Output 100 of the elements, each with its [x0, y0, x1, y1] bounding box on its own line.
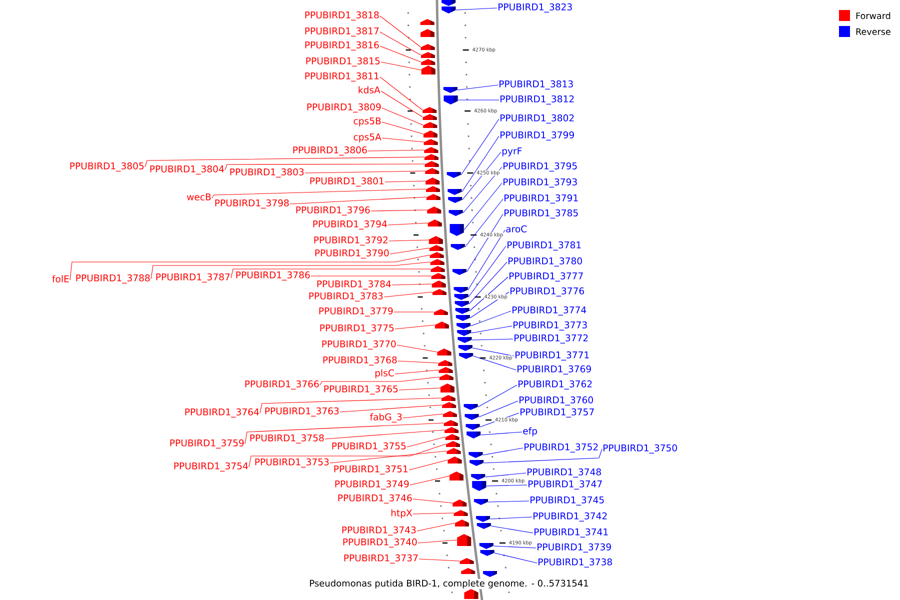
gene-label: PPUBIRD1_3787 — [156, 273, 230, 282]
gene-block — [456, 323, 471, 329]
leader-line — [418, 540, 458, 544]
gene-block — [446, 441, 460, 447]
gene-block — [452, 500, 467, 506]
gene-block — [446, 448, 461, 454]
gene-block — [459, 353, 474, 359]
leader-line — [260, 398, 442, 414]
gene-label: folE — [52, 275, 69, 282]
gene-label: PPUBIRD1_3745 — [530, 496, 604, 506]
gene-block — [480, 550, 494, 556]
gene-label: PPUBIRD1_3801 — [310, 177, 384, 186]
leader-line — [472, 356, 516, 370]
leader-line — [456, 8, 498, 10]
gene-block — [437, 348, 452, 356]
gene-label: PPUBIRD1_3755 — [332, 442, 406, 452]
gene-label: PPUBIRD1_3784 — [317, 280, 391, 290]
leader-line — [402, 414, 443, 418]
leader-line — [478, 384, 518, 408]
gene-block — [448, 210, 463, 216]
gene-label: PPUBIRD1_3806 — [293, 146, 367, 156]
gene-label: PPUBIRD1_3754 — [174, 462, 248, 472]
leader-line — [224, 164, 425, 170]
gene-label: PPUBIRD1_3751 — [334, 465, 408, 474]
gene-label: PPUBIRD1_3802 — [500, 114, 574, 124]
leader-line — [380, 90, 423, 118]
gene-block — [455, 520, 469, 526]
leader-line — [464, 182, 502, 230]
leader-line — [464, 198, 504, 248]
gene-block — [466, 424, 480, 430]
leader-line — [394, 370, 439, 374]
leader-line — [212, 188, 426, 198]
legend-label: Reverse — [856, 28, 890, 35]
leader-line — [462, 152, 502, 200]
leader-line — [370, 210, 428, 212]
gene-block — [421, 66, 436, 74]
leader-line — [380, 76, 423, 110]
gene-label: PPUBIRD1_3737 — [344, 554, 418, 564]
gene-block — [457, 534, 472, 546]
gene-label: PPUBIRD1_3740 — [343, 538, 417, 548]
gene-label: PPUBIRD1_3741 — [534, 528, 608, 538]
gene-block — [456, 315, 470, 321]
gene-block — [434, 322, 449, 328]
leader-line — [290, 196, 426, 204]
gene-label: PPUBIRD1_3799 — [500, 131, 574, 140]
gene-block — [476, 523, 491, 529]
leader-line — [418, 558, 460, 562]
gene-block — [444, 427, 459, 433]
gene-label: PPUBIRD1_3766 — [245, 380, 319, 390]
gene-label: PPUBIRD1_3738 — [538, 558, 612, 568]
leader-line — [478, 400, 518, 418]
gene-label: kdsA — [358, 86, 380, 94]
gene-block — [442, 0, 456, 6]
leader-line — [472, 338, 514, 340]
gene-label: PPUBIRD1_3763 — [265, 407, 339, 416]
gene-label: PPUBIRD1_3776 — [510, 287, 584, 296]
gene-label: PPUBIRD1_3817 — [305, 27, 379, 36]
gene-label: PPUBIRD1_3771 — [516, 351, 589, 360]
leader-line — [380, 32, 422, 56]
gene-label: pyrF — [502, 148, 522, 156]
gene-label: PPUBIRD1_3775 — [320, 324, 394, 334]
gene-label: htpX — [391, 509, 412, 518]
gene-block — [421, 59, 436, 65]
gene-block — [432, 289, 446, 295]
gene-label: PPUBIRD1_3783 — [309, 292, 383, 302]
gene-label: PPUBIRD1_3759 — [170, 439, 244, 448]
gene-label: PPUBIRD1_3803 — [230, 168, 304, 178]
leader-line — [472, 348, 514, 356]
leader-line — [244, 422, 444, 444]
gene-block — [432, 280, 446, 288]
leader-line — [304, 170, 426, 174]
caption: Pseudomonas putida BIRD-1, complete genome. - 0..5731541 — [308, 578, 590, 590]
gene-label: PPUBIRD1_3765 — [324, 385, 398, 394]
gene-block — [428, 236, 443, 244]
leader-line — [468, 230, 506, 290]
leader-line — [410, 476, 450, 486]
gene-label: PPUBIRD1_3768 — [323, 356, 397, 366]
gene-block — [434, 309, 448, 315]
leader-line — [392, 284, 432, 286]
gene-block — [427, 206, 442, 214]
gene-block — [429, 245, 444, 251]
leader-line — [382, 122, 424, 134]
gene-label: PPUBIRD1_3805 — [70, 162, 144, 172]
gene-label: PPUBIRD1_3796 — [296, 206, 370, 216]
gene-block — [454, 301, 469, 307]
leader-line — [144, 156, 425, 168]
leader-line — [70, 254, 430, 280]
gene-label: PPUBIRD1_3815 — [306, 57, 380, 66]
gene-block — [460, 558, 474, 564]
gene-block — [442, 402, 456, 408]
gene-label: PPUBIRD1_3790 — [315, 249, 389, 258]
gene-label: PPUBIRD1_3785 — [504, 209, 578, 218]
leader-line — [490, 526, 534, 534]
leader-line — [388, 222, 428, 226]
gene-block — [446, 172, 461, 178]
gene-block — [448, 197, 462, 203]
gene-label: PPUBIRD1_3746 — [338, 494, 412, 504]
gene-label: PPUBIRD1_3760 — [520, 396, 593, 406]
gene-block — [441, 395, 456, 401]
gene-label: PPUBIRD1_3804 — [150, 165, 224, 174]
